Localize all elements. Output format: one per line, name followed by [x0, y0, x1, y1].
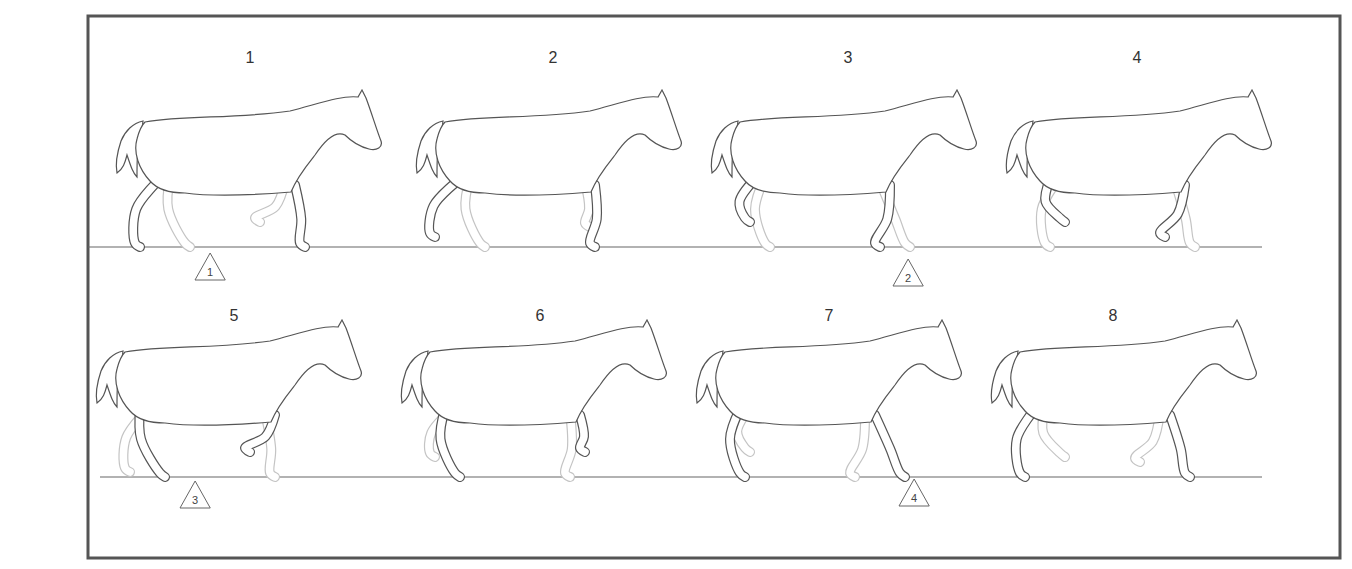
- horse-body: [1026, 90, 1272, 195]
- frame-number: 6: [536, 308, 545, 324]
- horse: [696, 320, 961, 477]
- horse-body: [436, 90, 682, 195]
- horse-body: [716, 320, 962, 425]
- horse-figures: [96, 90, 1271, 477]
- beat-number: 2: [892, 273, 924, 284]
- horse: [1006, 90, 1271, 247]
- horse-leg-fill: [133, 179, 160, 247]
- horse-leg-fill: [429, 179, 460, 237]
- horse-leg-fill: [875, 185, 890, 247]
- triangle-shape: [180, 481, 210, 508]
- horse-body: [136, 90, 382, 195]
- horse-leg-fill: [1016, 409, 1035, 477]
- horse: [116, 90, 381, 247]
- horse-leg: [875, 415, 905, 477]
- beat-number: 1: [194, 267, 226, 278]
- frame-number: 4: [1133, 50, 1142, 66]
- horse-body: [1011, 320, 1257, 425]
- frame-number: 3: [844, 50, 853, 66]
- beat-triangle: 3: [179, 480, 211, 509]
- horse-leg-fill: [295, 185, 305, 247]
- horse-body: [116, 320, 362, 425]
- horse: [401, 320, 666, 477]
- horse-body: [731, 90, 977, 195]
- beat-triangle: 1: [194, 252, 226, 281]
- ground-line: [88, 246, 1262, 247]
- frame-number: 2: [549, 50, 558, 66]
- horse-leg: [1170, 415, 1190, 477]
- frame-number: 1: [246, 50, 255, 66]
- horse: [96, 320, 361, 477]
- triangle-shape: [899, 479, 929, 506]
- horse-leg: [580, 415, 585, 452]
- horse-leg: [429, 179, 460, 237]
- horse-leg-fill: [1170, 415, 1190, 477]
- frame-number: 5: [230, 308, 239, 324]
- horse-leg-fill: [875, 415, 905, 477]
- horse: [991, 320, 1256, 477]
- frame-number: 8: [1109, 308, 1118, 324]
- beat-number: 3: [179, 495, 211, 506]
- horse-leg: [295, 185, 305, 247]
- horse-leg: [1016, 409, 1035, 477]
- beat-triangle: 4: [898, 478, 930, 507]
- horse: [711, 90, 976, 247]
- horse-leg-fill: [590, 185, 597, 247]
- horse-leg: [133, 179, 160, 247]
- frame-border: [88, 16, 1340, 558]
- horse-leg: [590, 185, 597, 247]
- horse-leg: [875, 185, 890, 247]
- triangle-shape: [893, 259, 923, 286]
- frame-number: 7: [825, 308, 834, 324]
- horse: [416, 90, 681, 247]
- beat-number: 4: [898, 493, 930, 504]
- triangle-shape: [195, 253, 225, 280]
- horse-body: [421, 320, 667, 425]
- beat-triangle: 2: [892, 258, 924, 287]
- horse-leg-fill: [580, 415, 585, 452]
